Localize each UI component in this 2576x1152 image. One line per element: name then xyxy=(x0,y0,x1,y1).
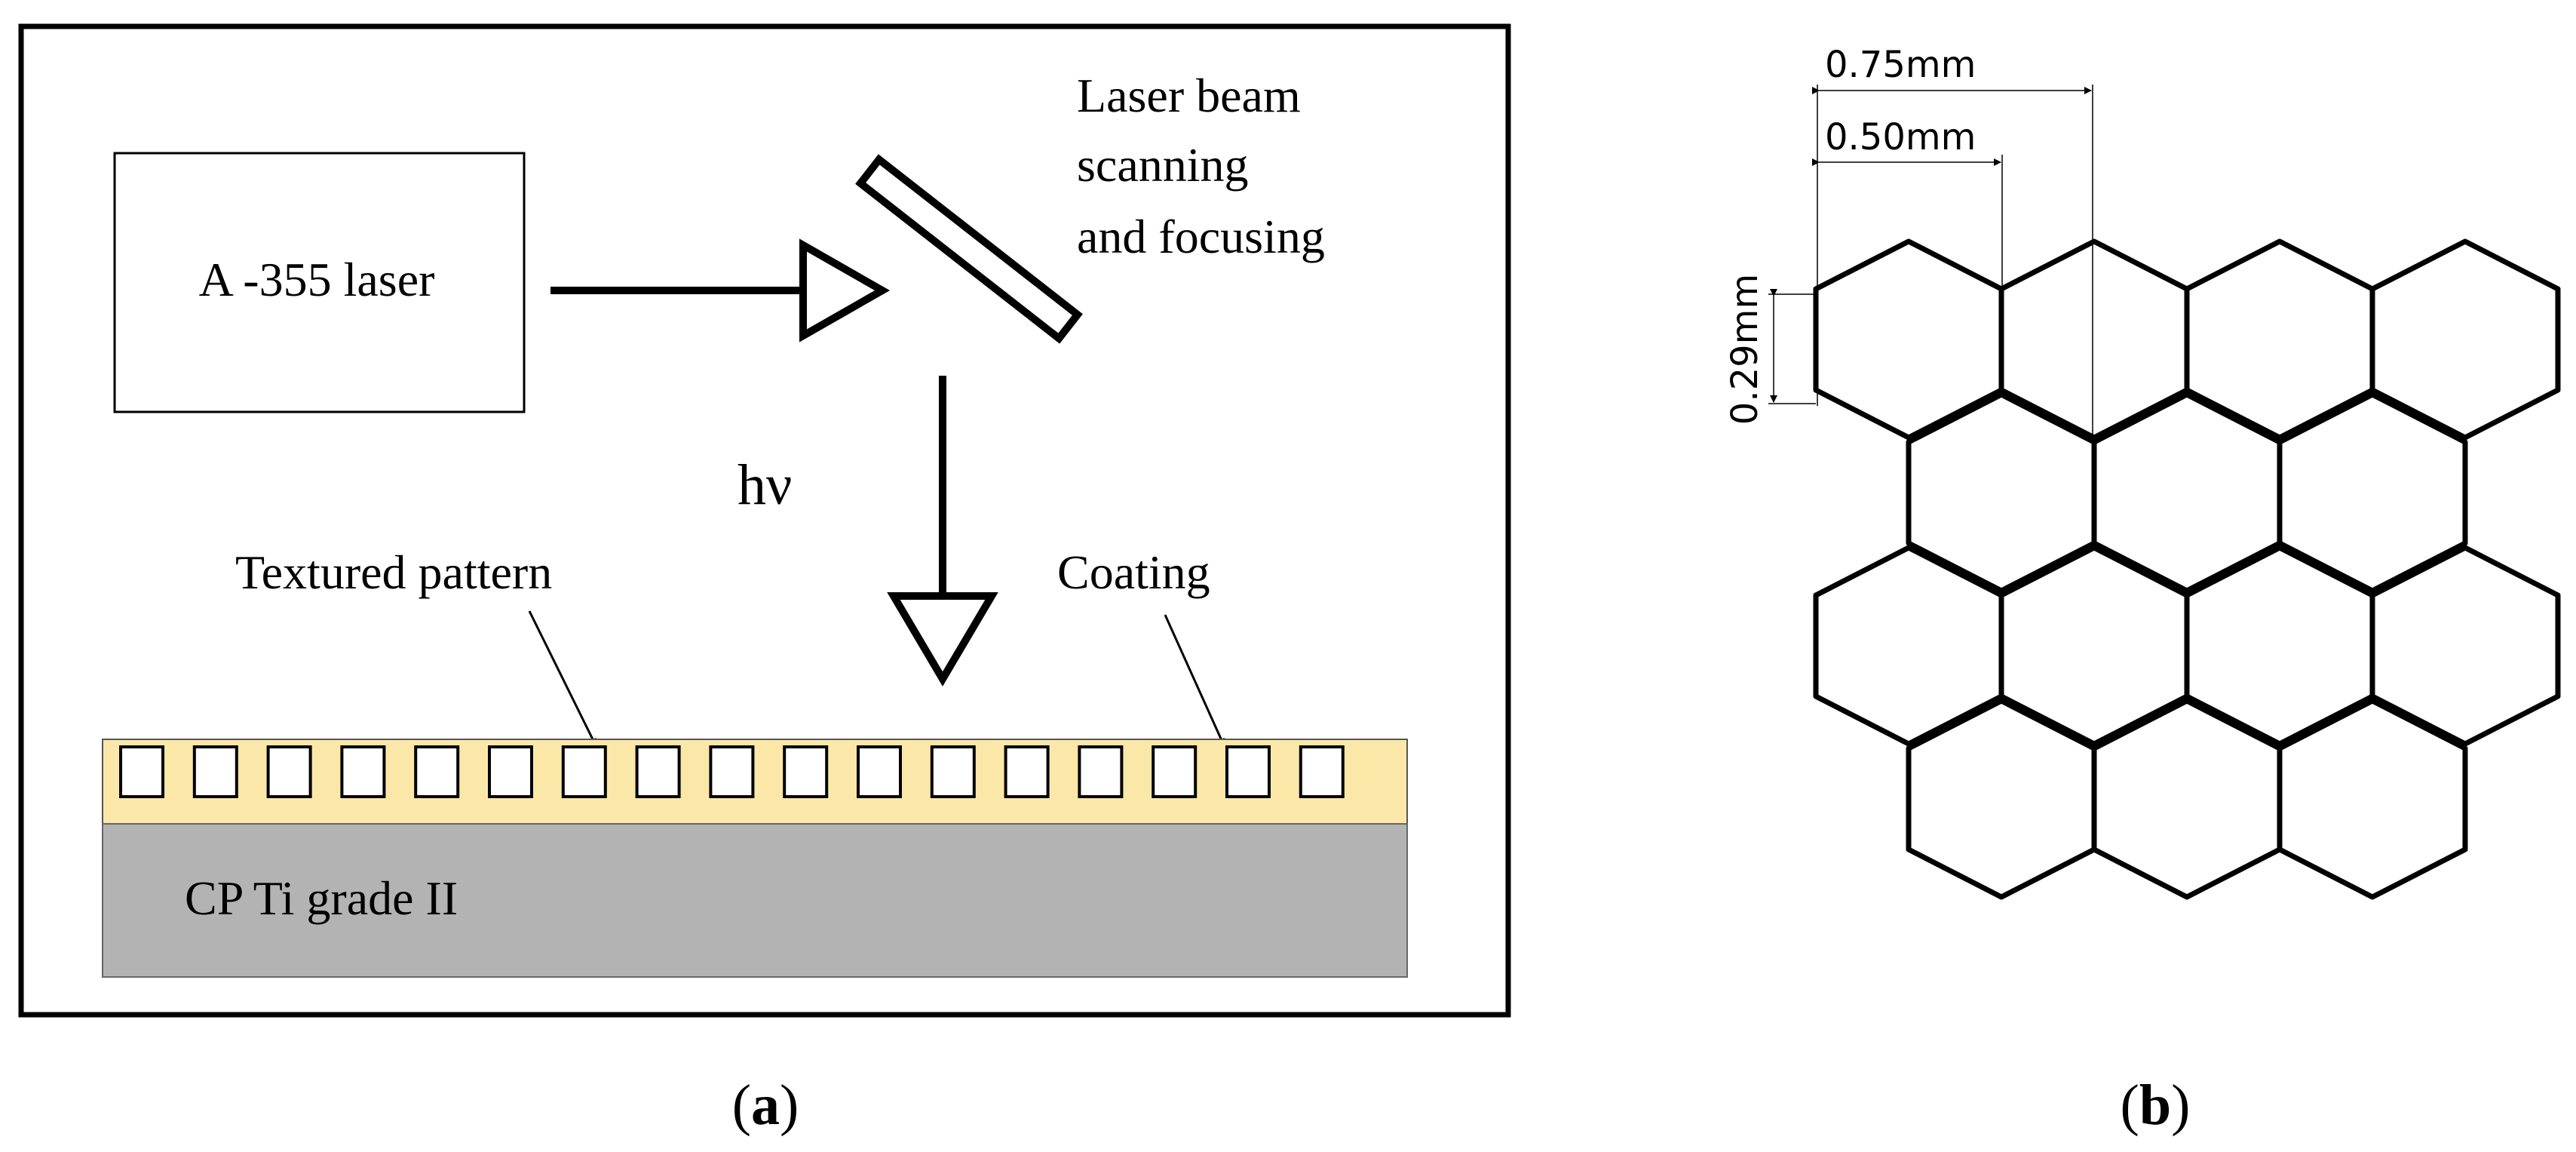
texture-groove xyxy=(1299,745,1345,798)
texture-groove xyxy=(783,745,829,798)
panel-a: A -355 laser Laser beam scanning and foc… xyxy=(18,23,1511,1018)
dimension-075-label: 0.75mm xyxy=(1825,44,1976,86)
texture-groove xyxy=(119,745,164,798)
texture-groove xyxy=(488,745,533,798)
dimension-075: 0.75mm xyxy=(1812,44,2093,453)
scanner-label-line-2: scanning xyxy=(1077,138,1249,192)
hexagon-cell xyxy=(2277,392,2468,594)
hexagon-cell xyxy=(2369,238,2561,441)
dimension-050-label: 0.50mm xyxy=(1825,116,1976,158)
textured-pattern-label: Textured pattern xyxy=(235,545,552,599)
hexagon-cell xyxy=(2277,698,2468,900)
horizontal-beam-arrow xyxy=(550,238,891,343)
scanner-label: Laser beam scanning and focusing xyxy=(1077,69,1325,263)
scanning-mirror xyxy=(855,154,1083,344)
texture-groove xyxy=(340,745,386,798)
caption-a: (a) xyxy=(732,1074,799,1137)
texture-grooves xyxy=(119,745,1345,798)
dimension-029: 0.29mm xyxy=(1724,274,1816,425)
texture-groove xyxy=(192,745,238,798)
texture-groove xyxy=(1225,745,1271,798)
texture-groove xyxy=(857,745,902,798)
scanner-label-line-3: and focusing xyxy=(1077,210,1325,263)
texture-groove xyxy=(709,745,755,798)
hexagon-grid xyxy=(1813,238,2561,900)
texture-groove xyxy=(1152,745,1198,798)
texture-groove xyxy=(1004,745,1050,798)
coating-label: Coating xyxy=(1057,545,1210,599)
hexagon-cell xyxy=(2369,545,2561,747)
coating-leader xyxy=(1164,614,1225,746)
laser-source-label: A -355 laser xyxy=(199,253,435,306)
caption-b: (b) xyxy=(2121,1074,2191,1137)
texture-groove xyxy=(561,745,607,798)
substrate-label: CP Ti grade II xyxy=(185,871,458,925)
photon-label: hν xyxy=(738,453,792,517)
texture-groove xyxy=(266,745,312,798)
vertical-beam-arrow xyxy=(887,376,998,687)
texture-groove xyxy=(930,745,976,798)
scanner-label-line-1: Laser beam xyxy=(1077,69,1301,122)
dimension-050: 0.50mm xyxy=(1812,116,2003,294)
panel-b: 0.75mm 0.50mm 0.29mm xyxy=(1724,44,2561,900)
texture-groove xyxy=(414,745,460,798)
texture-groove xyxy=(635,745,681,798)
laser-source-box xyxy=(113,152,526,413)
panel-a-frame xyxy=(18,23,1511,1018)
textured-pattern-leader xyxy=(528,610,597,746)
texture-groove xyxy=(1078,745,1124,798)
dimension-029-label: 0.29mm xyxy=(1724,274,1766,425)
substrate-layer xyxy=(102,823,1408,978)
